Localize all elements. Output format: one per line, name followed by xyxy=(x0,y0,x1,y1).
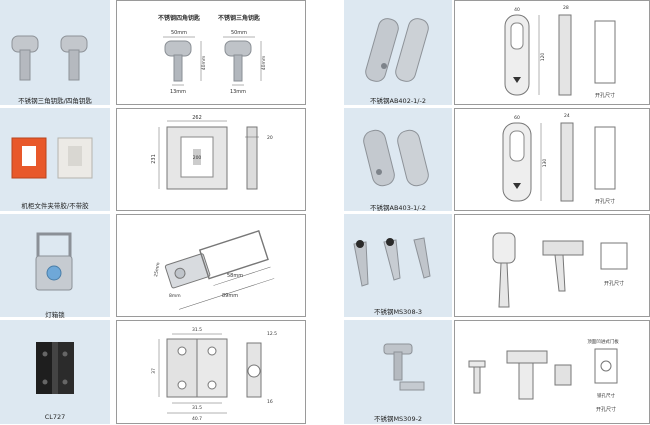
dim-width-left: 50mm xyxy=(171,30,187,36)
ms309-illustration xyxy=(383,343,425,391)
ms309-dimension-drawing: 顶面凹进式门板 锁孔尺寸 开孔尺寸 xyxy=(468,338,619,413)
product-photo-hinge: CL727 xyxy=(0,320,110,424)
dim-center: 200 xyxy=(193,155,202,161)
product-photo-keys: 不锈钢三角钥匙/四角钥匙 xyxy=(0,0,110,105)
dim-side-a: 12.5 xyxy=(267,331,277,337)
cutout-note: 开孔尺寸 xyxy=(596,406,616,413)
drawing-panel-folder-holder: 262 231 200 20 xyxy=(116,108,306,211)
dim-top: 40 xyxy=(514,7,520,13)
product-caption: 不锈钢AB402-1/-2 xyxy=(370,97,426,105)
drawing-panel-lightbox-lock: 58mm 89mm 25mm 8mm xyxy=(116,214,306,317)
dim-c: 25mm xyxy=(153,262,161,277)
dim-left: 37 xyxy=(151,368,157,374)
dim-bottom-left: 13mm xyxy=(170,89,186,95)
dim-side: 20 xyxy=(267,135,273,141)
dim-side: 24 xyxy=(564,113,570,119)
ab402-illustration xyxy=(365,18,429,82)
product-photo-ab403: 不锈钢AB403-1/-2 xyxy=(344,108,452,212)
dim-height-left: 40mm xyxy=(201,56,207,71)
hinge-illustration xyxy=(36,342,74,394)
dim-top: 60 xyxy=(514,115,520,121)
ab403-illustration xyxy=(363,129,429,187)
keyhole-label: 锁孔尺寸 xyxy=(597,392,615,399)
product-caption: 不锈钢MS308-3 xyxy=(373,308,423,316)
product-caption: 机柜文件夹带胶/不带胶 xyxy=(21,202,89,210)
key-pair-illustration xyxy=(11,35,88,81)
drawing-title-left: 不锈钢四角钥匙 xyxy=(158,14,201,22)
ab402-dimension-drawing: 40 120 28 开孔尺寸 xyxy=(504,5,616,99)
dim-bottom-a: 31.5 xyxy=(192,405,202,411)
product-caption: 不锈钢MS309-2 xyxy=(373,415,423,423)
product-photo-ab402: 不锈钢AB402-1/-2 xyxy=(344,0,452,105)
cutout-note: 开孔尺寸 xyxy=(595,92,615,99)
drawing-panel-hinge: 31.5 37 31.5 40.7 12.5 16 xyxy=(116,320,306,424)
product-photo-ms309: 不锈钢MS309-2 xyxy=(344,320,452,424)
drawing-panel-ms308: 开孔尺寸 xyxy=(454,214,650,317)
ab403-dimension-drawing: 60 130 24 开孔尺寸 xyxy=(502,113,616,205)
cutout-note: 开孔尺寸 xyxy=(604,280,624,287)
dim-side: 28 xyxy=(563,5,569,11)
dim-height: 120 xyxy=(540,53,546,62)
dim-top: 31.5 xyxy=(192,327,202,333)
drawing-panel-ab402: 40 120 28 开孔尺寸 xyxy=(454,0,650,105)
product-photo-lightbox-lock: 灯箱锁 xyxy=(0,214,110,319)
dim-bottom-b: 40.7 xyxy=(192,416,202,422)
ms308-dimension-drawing: 开孔尺寸 xyxy=(492,232,628,308)
lightbox-lock-illustration xyxy=(35,232,73,291)
dim-height: 231 xyxy=(151,154,157,164)
product-caption: 不锈钢AB403-1/-2 xyxy=(370,204,426,212)
dim-bottom-right: 13mm xyxy=(230,89,246,95)
drawing-panel-keys: 不锈钢四角钥匙 不锈钢三角钥匙 50mm 50mm 40mm 40mm 13mm… xyxy=(116,0,306,105)
lightbox-lock-dimension-drawing: 58mm 89mm 25mm 8mm xyxy=(153,230,275,310)
drawing-title-right: 不锈钢三角钥匙 xyxy=(218,14,261,22)
folder-holder-dimension-drawing: 262 231 200 20 xyxy=(151,115,273,190)
drawing-panel-ms309: 顶面凹进式门板 锁孔尺寸 开孔尺寸 xyxy=(454,320,650,424)
cutout-note: 开孔尺寸 xyxy=(595,198,615,205)
product-caption: 灯箱锁 xyxy=(45,311,65,319)
product-caption: CL727 xyxy=(44,413,66,421)
door-label: 顶面凹进式门板 xyxy=(587,338,619,345)
dim-width-right: 50mm xyxy=(231,30,247,36)
dim-b: 89mm xyxy=(222,293,238,299)
product-caption: 不锈钢三角钥匙/四角钥匙 xyxy=(18,97,92,105)
dim-a: 58mm xyxy=(227,273,243,279)
dim-width: 262 xyxy=(192,115,202,121)
folder-holder-illustration xyxy=(11,137,93,179)
drawing-panel-ab403: 60 130 24 开孔尺寸 xyxy=(454,108,650,211)
key-dimension-drawing: 不锈钢四角钥匙 不锈钢三角钥匙 50mm 50mm 40mm 40mm 13mm… xyxy=(158,14,267,95)
product-photo-ms308: 不锈钢MS308-3 xyxy=(344,214,452,317)
dim-height-right: 40mm xyxy=(261,56,267,71)
dim-height: 130 xyxy=(542,159,548,168)
dim-side-b: 16 xyxy=(267,399,273,405)
dim-d: 8mm xyxy=(169,293,181,299)
hinge-dimension-drawing: 31.5 37 31.5 40.7 12.5 16 xyxy=(151,327,277,422)
product-photo-folder-holder: 机柜文件夹带胶/不带胶 xyxy=(0,108,110,211)
ms308-illustration xyxy=(353,237,431,287)
